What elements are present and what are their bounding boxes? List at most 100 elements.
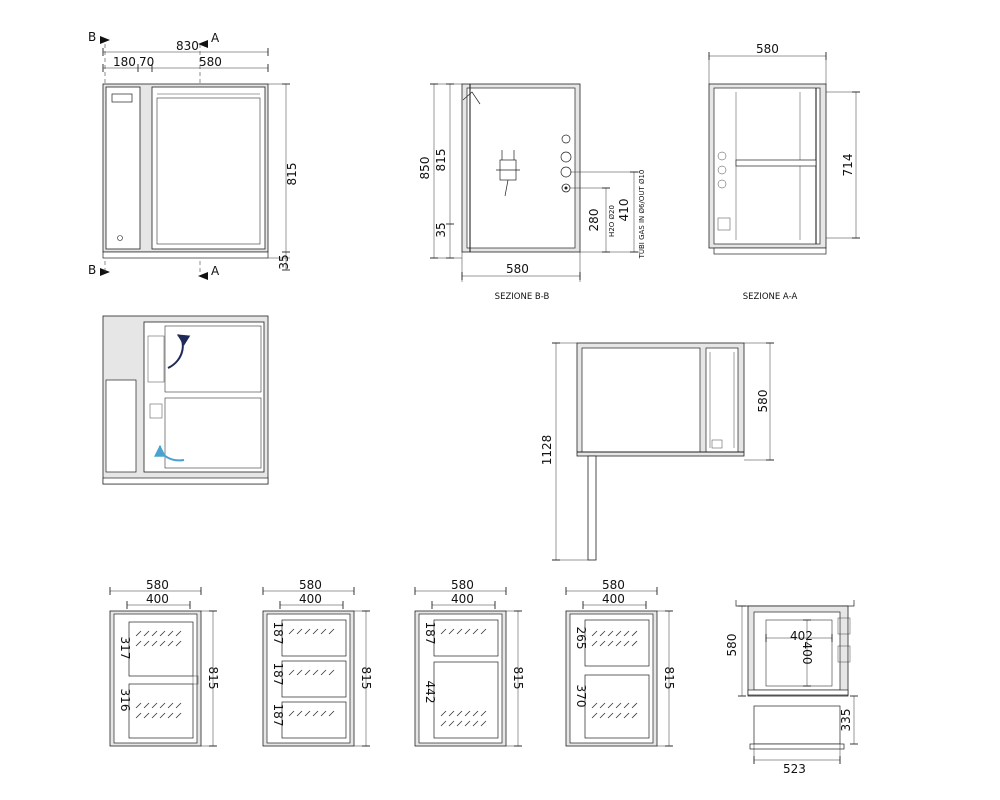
drawer-config-2: 580 400 187 187 187 815 (262, 578, 373, 747)
control-display (111, 93, 133, 103)
vent-slots (135, 630, 182, 719)
drawer-front (281, 701, 347, 739)
vent-slots (288, 628, 335, 717)
section-letter: B (88, 263, 96, 277)
lock-icon (117, 235, 123, 241)
dim-inner-width: 400 (146, 592, 169, 606)
connection-port (560, 166, 572, 178)
dim-height: 815 (359, 667, 373, 690)
dim-drawer-height: 370 (574, 685, 588, 708)
fan-icon (717, 151, 727, 161)
section-letter: B (88, 30, 96, 44)
dim-drawer-height: 316 (118, 689, 132, 712)
dim-width-part-1: 180 (113, 55, 136, 69)
caption-section-aa: SEZIONE A-A (743, 292, 798, 302)
drawer-front (584, 619, 650, 667)
dim-drawer-height: 187 (271, 663, 285, 686)
dim-body-height: 815 (434, 149, 448, 172)
dim-depth: 580 (506, 262, 529, 276)
door-hinge-icon (462, 91, 481, 105)
dim-inner-width: 400 (299, 592, 322, 606)
top-view: 580 1128 (540, 342, 774, 561)
connection-port (561, 134, 571, 144)
hot-air-arrow-icon (167, 334, 191, 369)
section-marker-b-top: B (88, 30, 110, 44)
controller-icon (149, 403, 163, 419)
dim-inner-depth: 400 (800, 642, 814, 665)
dim-gas-height: 410 (617, 199, 631, 222)
dim-width: 523 (783, 762, 806, 776)
plinth (102, 251, 269, 259)
vent-slots (440, 628, 487, 727)
label-h2o: H2O Ø20 (608, 205, 616, 237)
dim-base-height: 35 (434, 222, 448, 237)
drawer-front (128, 621, 194, 677)
slide-mechanism-icon (837, 645, 851, 663)
dim-height: 815 (285, 163, 299, 186)
lower-compartment (164, 397, 262, 469)
dim-inner-width: 400 (602, 592, 625, 606)
dim-total-height: 850 (418, 157, 432, 180)
drawer-front (281, 619, 347, 657)
condensing-unit-panel (105, 86, 141, 250)
drawer-plan-view: 402 400 580 335 523 (725, 600, 858, 776)
dim-extension: 335 (839, 709, 853, 732)
drawer-front (128, 683, 194, 739)
dim-drawer-height: 317 (118, 637, 132, 660)
drawer-front (433, 619, 499, 657)
dim-width-part-2: 70 (139, 55, 154, 69)
evaporator-icon (147, 335, 165, 383)
drawer-config-1: 580 400 317 316 815 (109, 578, 220, 747)
dim-height: 815 (511, 667, 525, 690)
dim-total-width: 830 (176, 39, 199, 53)
dim-drawer-height: 187 (271, 704, 285, 727)
dim-base: 35 (277, 254, 291, 269)
dim-width: 580 (451, 578, 474, 592)
section-marker-b-bottom: B (88, 263, 110, 277)
dim-depth: 580 (756, 390, 770, 413)
airflow-view (102, 315, 269, 485)
dim-drawer-height: 265 (574, 627, 588, 650)
drawer-front (433, 661, 499, 739)
dim-h2o-height: 280 (587, 209, 601, 232)
compressor-box (717, 217, 731, 231)
section-letter: A (211, 31, 220, 45)
label-gas-pipes: TUBI GAS IN Ø6/OUT Ø10 (638, 170, 646, 260)
glass-panel (156, 97, 261, 245)
fan-icon (717, 179, 727, 189)
section-marker-a-top: A (198, 31, 220, 48)
dim-drawer-height: 187 (423, 622, 437, 645)
inner-basket (765, 619, 833, 687)
dim-width: 580 (146, 578, 169, 592)
section-aa-view: 580 714 SEZIONE A-A (708, 42, 860, 302)
connection-port (560, 151, 572, 163)
vent-slots (591, 630, 638, 719)
drawer-extended (753, 705, 841, 745)
drawer-config-3: 580 400 187 442 815 (414, 578, 525, 747)
dim-height: 815 (662, 667, 676, 690)
cold-air-arrow-icon (154, 444, 185, 462)
dim-open-depth: 1128 (540, 435, 554, 466)
drawer-config-4: 580 400 265 370 815 (565, 578, 676, 747)
dim-drawer-height: 442 (423, 681, 437, 704)
open-door (587, 455, 597, 561)
fan-icon (717, 165, 727, 175)
dim-inner-width: 400 (451, 592, 474, 606)
dim-width: 580 (299, 578, 322, 592)
section-marker-a-bottom: A (198, 264, 220, 280)
front-view: B A B A 830 180 70 580 (88, 30, 299, 280)
section-letter: A (211, 264, 220, 278)
dim-depth: 580 (725, 634, 739, 657)
shelf (735, 159, 817, 167)
caption-section-bb: SEZIONE B-B (495, 292, 550, 302)
dim-width: 580 (756, 42, 779, 56)
dim-width: 580 (602, 578, 625, 592)
dim-height: 714 (841, 154, 855, 177)
drawer-front (281, 660, 347, 698)
condenser-grille (105, 379, 137, 473)
dim-width-part-3: 580 (199, 55, 222, 69)
slide-mechanism-icon (837, 617, 851, 635)
dim-height: 815 (206, 667, 220, 690)
section-bb-view: 280 H2O Ø20 410 TUBI GAS IN Ø6/OUT Ø10 8… (418, 83, 646, 302)
